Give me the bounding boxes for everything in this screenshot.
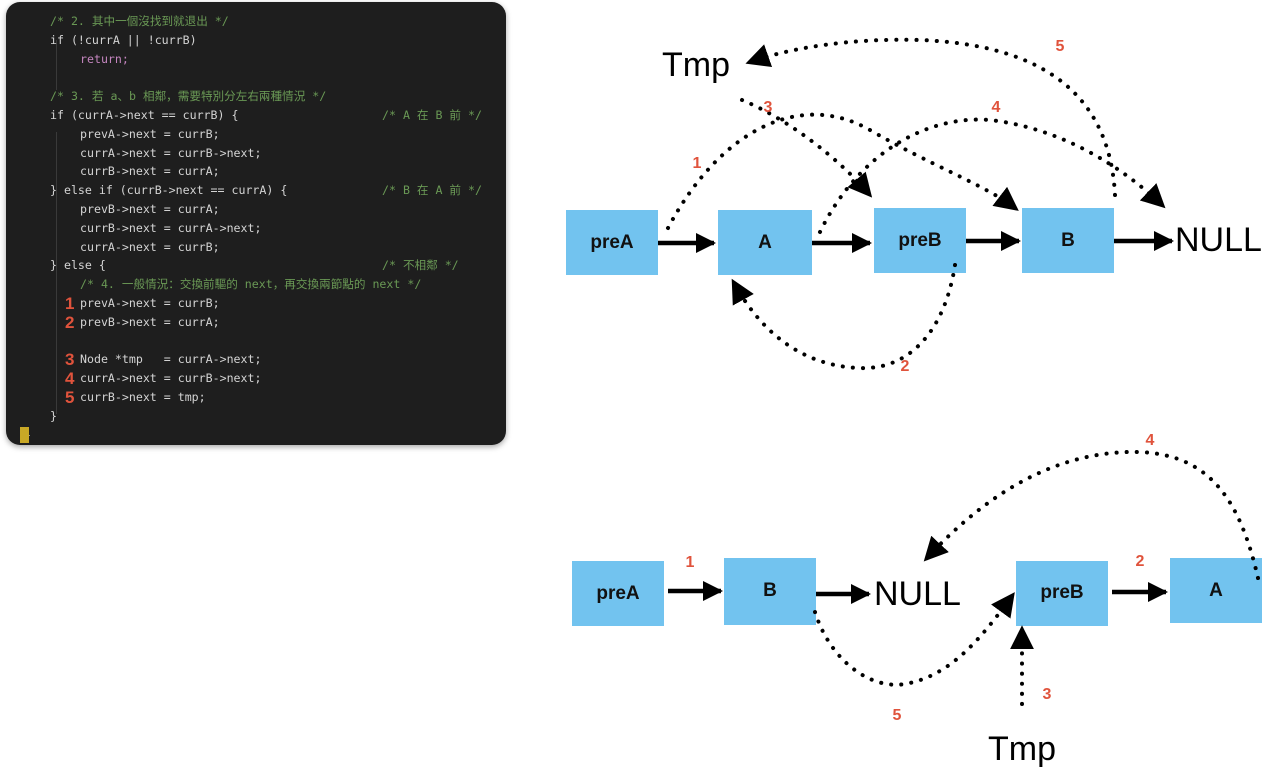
code-line: currB->next = currA->next; [6, 219, 506, 238]
top-step-3: 3 [764, 99, 773, 116]
code-editor-panel: /* 2. 其中一個沒找到就退出 */ if (!currA || !currB)… [6, 2, 506, 445]
code-line: if (!currA || !currB) [6, 31, 506, 50]
top-dotted-step2 [731, 263, 957, 371]
code-line: if (currA->next == currB) { /* A 在 B 前 */ [6, 106, 506, 125]
code-line: return; [6, 50, 506, 69]
bottom-node-preA: preA [596, 583, 640, 604]
top-step-4: 4 [992, 99, 1001, 116]
top-node-preA-box [566, 210, 658, 275]
code-text: prevA->next = currB; [80, 126, 220, 141]
code-text: /* 3. 若 a、b 相鄰，需要特別分左右兩種情況 */ [50, 89, 327, 104]
bottom-node-B-box [724, 558, 816, 625]
bottom-step-3: 3 [1043, 686, 1052, 703]
top-step-1: 1 [693, 155, 702, 172]
code-trailing-comment: /* B 在 A 前 */ [382, 183, 482, 198]
code-text: /* 2. 其中一個沒找到就退出 */ [50, 14, 229, 28]
code-trailing-comment: /* 不相鄰 */ [382, 258, 459, 273]
code-line [6, 68, 506, 87]
bottom-dotted-step4 [923, 449, 1260, 580]
top-dotted-step1 [666, 112, 1019, 230]
top-node-preB: preB [898, 230, 941, 251]
code-line: /* 4. 一般情況：交換前驅的 next，再交換兩節點的 next */ [6, 275, 506, 294]
top-step-5: 5 [1056, 38, 1065, 55]
code-line: currA->next = currB->next; [6, 144, 506, 163]
bottom-null-label: NULL [874, 575, 961, 613]
code-line: /* 3. 若 a、b 相鄰，需要特別分左右兩種情況 */ [6, 87, 506, 106]
code-line: prevB->next = currA; [6, 200, 506, 219]
indent-guide [56, 132, 57, 414]
bottom-step-5: 5 [893, 707, 902, 724]
code-text: currB->next = currA; [80, 164, 220, 179]
code-text: if (currA->next == currB) { [50, 107, 239, 122]
code-line: 4 currA->next = currB->next; [6, 369, 506, 388]
bottom-dotted-step5 [813, 592, 1015, 687]
code-text: currA->next = currB->next; [80, 145, 262, 160]
code-text: currA->next = currB; [80, 239, 220, 254]
code-text: } else { [50, 258, 106, 273]
top-node-preA: preA [590, 232, 634, 253]
code-text: currA->next = currB->next; [80, 371, 262, 386]
code-line: 2 prevB->next = currA; [6, 313, 506, 332]
bottom-step-4: 4 [1146, 432, 1155, 449]
top-node-preB-box [874, 208, 966, 273]
bottom-tmp-label: Tmp [988, 730, 1056, 768]
top-node-B-box [1022, 208, 1114, 273]
code-text: if (!currA || !currB) [50, 32, 197, 47]
code-text: Node *tmp = currA->next; [80, 352, 262, 367]
code-lines: /* 2. 其中一個沒找到就退出 */ if (!currA || !currB)… [6, 12, 506, 444]
code-line: 5 currB->next = tmp; [6, 388, 506, 407]
bottom-node-preA-box [572, 561, 664, 626]
top-step-2: 2 [901, 358, 910, 375]
top-node-A-box [718, 210, 812, 275]
top-diagram: preA A preB B NULL Tmp 1 2 3 4 5 [566, 37, 1262, 375]
code-step-number: 1 [65, 293, 75, 313]
code-text: prevB->next = currA; [80, 314, 220, 329]
text-cursor [20, 427, 29, 443]
code-line: } else if (currB->next == currA) { /* B 在… [6, 181, 506, 200]
code-line: 1 prevA->next = currB; [6, 294, 506, 313]
code-line: 3 Node *tmp = currA->next; [6, 350, 506, 370]
bottom-node-A: A [1209, 580, 1223, 601]
top-node-B: B [1061, 230, 1075, 251]
bottom-diagram: preA B preB A NULL Tmp 1 2 3 4 5 [572, 432, 1262, 768]
code-text: currB->next = tmp; [80, 389, 206, 404]
code-line: } [6, 407, 506, 426]
top-null-label: NULL [1175, 221, 1262, 259]
code-line [6, 332, 506, 351]
code-line: prevA->next = currB; [6, 125, 506, 144]
indent-guide [56, 40, 57, 90]
code-text: } [50, 408, 57, 423]
code-step-number: 4 [65, 369, 75, 389]
top-dotted-step4 [818, 117, 1166, 234]
code-text: return; [80, 51, 129, 66]
code-text: currB->next = currA->next; [80, 220, 262, 235]
top-tmp-label: Tmp [662, 46, 730, 84]
code-text: prevA->next = currB; [80, 295, 220, 310]
top-dotted-step3 [740, 98, 873, 198]
bottom-step-1: 1 [686, 554, 695, 571]
code-line: } [6, 426, 506, 445]
code-step-number: 2 [65, 312, 75, 332]
bottom-step-2: 2 [1136, 553, 1145, 570]
bottom-node-B: B [763, 580, 777, 601]
bottom-node-A-box [1170, 558, 1262, 623]
bottom-node-preB: preB [1040, 582, 1083, 603]
top-dotted-step5 [745, 37, 1117, 197]
code-text: } else if (currB->next == currA) { [50, 183, 288, 198]
bottom-node-preB-box [1016, 561, 1108, 626]
code-text: /* 4. 一般情況：交換前驅的 next，再交換兩節點的 next */ [80, 277, 422, 292]
code-line: currA->next = currB; [6, 238, 506, 257]
code-step-number: 3 [65, 350, 75, 370]
code-trailing-comment: /* A 在 B 前 */ [382, 107, 482, 122]
top-node-A: A [758, 232, 772, 253]
code-line: } else { /* 不相鄰 */ [6, 256, 506, 275]
code-step-number: 5 [65, 387, 75, 407]
code-line: /* 2. 其中一個沒找到就退出 */ [6, 12, 506, 31]
code-line: currB->next = currA; [6, 162, 506, 181]
code-text: prevB->next = currA; [80, 201, 220, 216]
